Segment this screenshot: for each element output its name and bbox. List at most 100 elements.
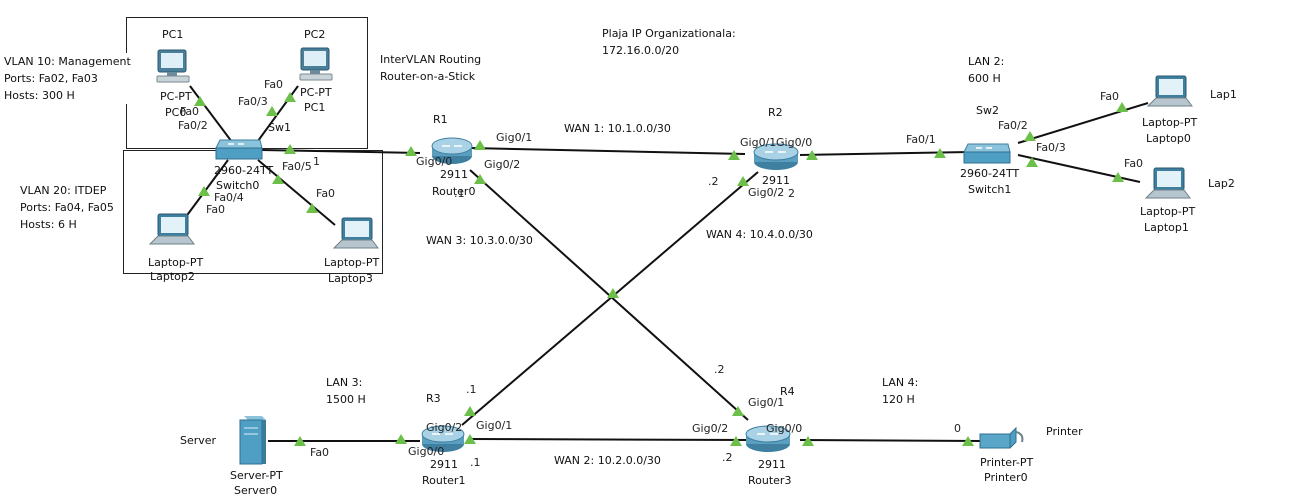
- port-label: Gig0/0: [766, 422, 803, 435]
- server-name: Server0: [234, 484, 278, 497]
- pc1-label: PC1: [162, 28, 184, 41]
- link-switch0-laptop2[interactable]: [184, 159, 229, 219]
- lan4-note: LAN 4: 120 H: [882, 374, 919, 408]
- r4-name: Router3: [748, 474, 792, 487]
- laptop0-label: Lap1: [1210, 88, 1237, 101]
- link-r2-switch1[interactable]: [799, 151, 971, 156]
- r3-label: R3: [426, 392, 441, 405]
- link-r3-r4-wan2[interactable]: [469, 438, 749, 441]
- pc2-model: PC-PT: [300, 86, 332, 99]
- laptop3-device[interactable]: [330, 216, 380, 256]
- note-line: 120 H: [882, 393, 915, 406]
- r3-model: 2911: [430, 458, 458, 471]
- printer-name: Printer0: [984, 471, 1028, 484]
- r2-model: 2911: [762, 174, 790, 187]
- port-indicator: [266, 106, 278, 116]
- port-label: Gig0/0: [776, 136, 813, 149]
- pc2-name: PC1: [304, 101, 326, 114]
- laptop-icon: [1144, 167, 1191, 199]
- port-label: Fa0: [316, 187, 336, 200]
- switch-icon: [963, 143, 1011, 164]
- server-device[interactable]: [236, 414, 268, 466]
- port-label: Gig0/1: [748, 396, 785, 409]
- port-indicator: [474, 174, 486, 184]
- r1-device[interactable]: [430, 136, 474, 166]
- port-label: Gig0/2: [748, 186, 785, 199]
- link-r1-r2-wan1[interactable]: [469, 147, 746, 155]
- laptop3-name: Laptop3: [328, 272, 373, 285]
- port-indicators: [194, 92, 1128, 446]
- r2-device[interactable]: [752, 142, 800, 172]
- r3-device[interactable]: [420, 424, 466, 454]
- r1-name: Router0: [432, 185, 476, 198]
- server-icon: [239, 416, 266, 465]
- link-r4-printer[interactable]: [799, 439, 981, 442]
- note-line: Hosts: 6 H: [20, 218, 77, 231]
- printer-device[interactable]: [976, 426, 1026, 454]
- port-indicator: [395, 434, 407, 444]
- printer-model: Printer-PT: [980, 456, 1034, 469]
- note-line: LAN 2:: [968, 55, 1005, 68]
- laptop0-device[interactable]: [1144, 74, 1194, 114]
- port-indicator: [306, 203, 318, 213]
- switch0-label: Sw1: [268, 121, 291, 134]
- intervlan-note: InterVLAN Routing Router-on-a-Stick: [380, 51, 482, 85]
- port-label: Fa0/1: [906, 133, 936, 146]
- note-line: Hosts: 300 H: [4, 89, 75, 102]
- port-indicator: [464, 406, 476, 416]
- port-label: 1: [313, 155, 320, 168]
- pc-icon: [156, 49, 190, 83]
- ip-range-note: Plaja IP Organizationala: 172.16.0.0/20: [602, 25, 736, 59]
- laptop3-model: Laptop-PT: [324, 256, 380, 269]
- port-indicator: [728, 150, 740, 160]
- laptop2-model: Laptop-PT: [148, 256, 204, 269]
- port-label: .2: [714, 363, 725, 376]
- port-label: Gig0/0: [416, 155, 453, 168]
- port-label: Gig0/1: [740, 136, 777, 149]
- switch-icon: [215, 139, 263, 160]
- link-pc1-switch0[interactable]: [189, 85, 239, 151]
- port-indicator: [272, 174, 284, 184]
- laptop1-device[interactable]: [1142, 166, 1192, 206]
- port-indicator: [194, 96, 206, 106]
- link-switch0-laptop3[interactable]: [257, 159, 336, 226]
- laptop0-model: Laptop-PT: [1142, 116, 1198, 129]
- laptop2-device[interactable]: [146, 212, 196, 252]
- pc-icon: [299, 47, 333, 81]
- link-switch1-laptop1[interactable]: [1017, 154, 1141, 183]
- port-label: Fa0: [264, 78, 284, 91]
- switch0-model: 2960-24TT: [214, 164, 274, 177]
- port-indicator: [730, 436, 742, 446]
- port-indicator: [294, 436, 306, 446]
- printer-label: Printer: [1046, 425, 1083, 438]
- port-indicator: [198, 186, 210, 196]
- pc1-device[interactable]: [155, 48, 191, 86]
- port-indicator: [284, 144, 296, 154]
- port-label: Gig0/1: [476, 419, 513, 432]
- router-icon: [431, 137, 473, 164]
- router-icon: [745, 425, 791, 452]
- wan3-note: WAN 3: 10.3.0.0/30: [426, 232, 533, 249]
- port-indicator: [732, 406, 744, 416]
- lan2-note: LAN 2: 600 H: [968, 53, 1005, 87]
- router-icon: [753, 143, 799, 170]
- switch1-device[interactable]: [962, 142, 1012, 166]
- switch1-name: Switch1: [968, 183, 1012, 196]
- port-label: 0: [954, 422, 961, 435]
- r4-device[interactable]: [744, 424, 792, 454]
- note-line: VLAN 10: Management: [4, 55, 131, 68]
- link-switch1-laptop0[interactable]: [1017, 102, 1149, 144]
- laptop-icon: [148, 213, 195, 245]
- port-label: .1: [470, 456, 481, 469]
- port-label: Gig0/2: [484, 158, 521, 171]
- port-indicator: [474, 140, 486, 150]
- pc2-device[interactable]: [298, 46, 334, 84]
- r4-model: 2911: [758, 458, 786, 471]
- laptop2-name: Laptop2: [150, 270, 195, 283]
- switch0-device[interactable]: [214, 138, 264, 162]
- r1-model: 2911: [440, 168, 468, 181]
- link-r2-r3-wan4[interactable]: [461, 171, 759, 426]
- switch1-model: 2960-24TT: [960, 167, 1020, 180]
- wan2-note: WAN 2: 10.2.0.0/30: [554, 452, 661, 469]
